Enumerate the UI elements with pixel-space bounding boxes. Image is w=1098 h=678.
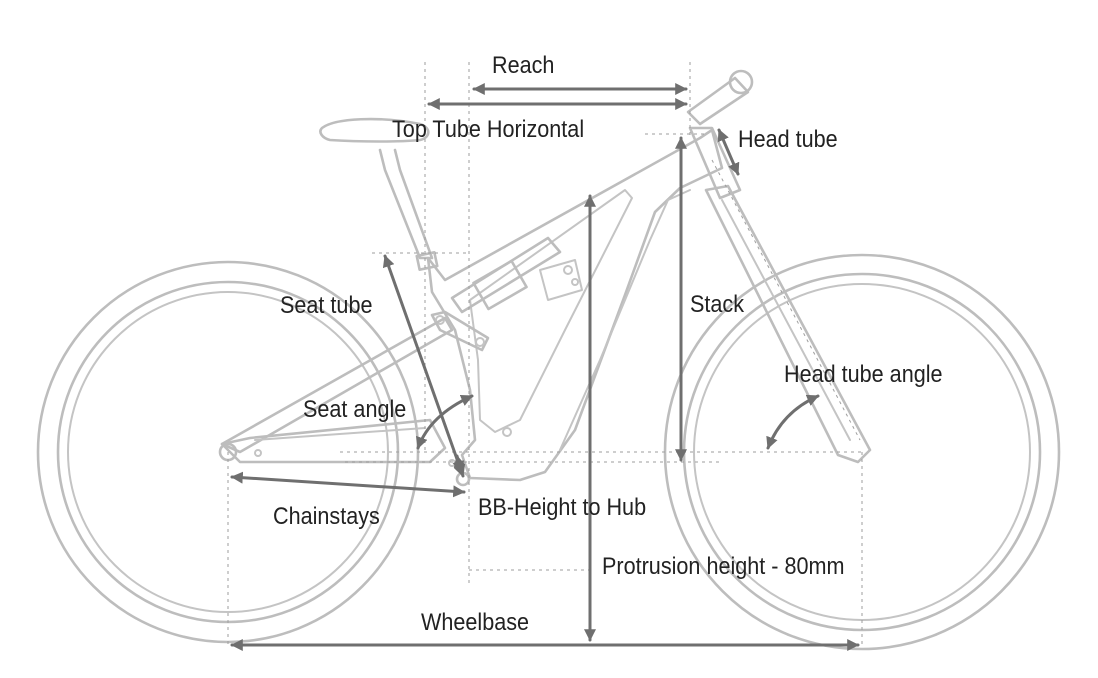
dimension-arrows [230,83,860,651]
chainstays-arrow [230,471,466,498]
bb-height-label: BB-Height to Hub [478,494,647,521]
seat-angle-label: Seat angle [303,396,407,423]
top-tube-label: Top Tube Horizontal [392,116,585,143]
bb-height-arrow [452,454,466,474]
seat-tube-label: Seat tube [280,292,373,319]
stack-label: Stack [690,291,745,318]
head-tube-angle-label: Head tube angle [784,361,943,388]
reach-label: Reach [492,52,555,79]
wheelbase-label: Wheelbase [421,609,530,636]
chainstays-label: Chainstays [273,503,380,530]
seat-angle-arrow [416,394,474,450]
head-tube-arrow [717,128,740,176]
protrusion-label: Protrusion height - 80mm [602,553,845,580]
head-tube-label: Head tube [738,126,838,153]
head-tube-angle-arrow [766,394,820,450]
